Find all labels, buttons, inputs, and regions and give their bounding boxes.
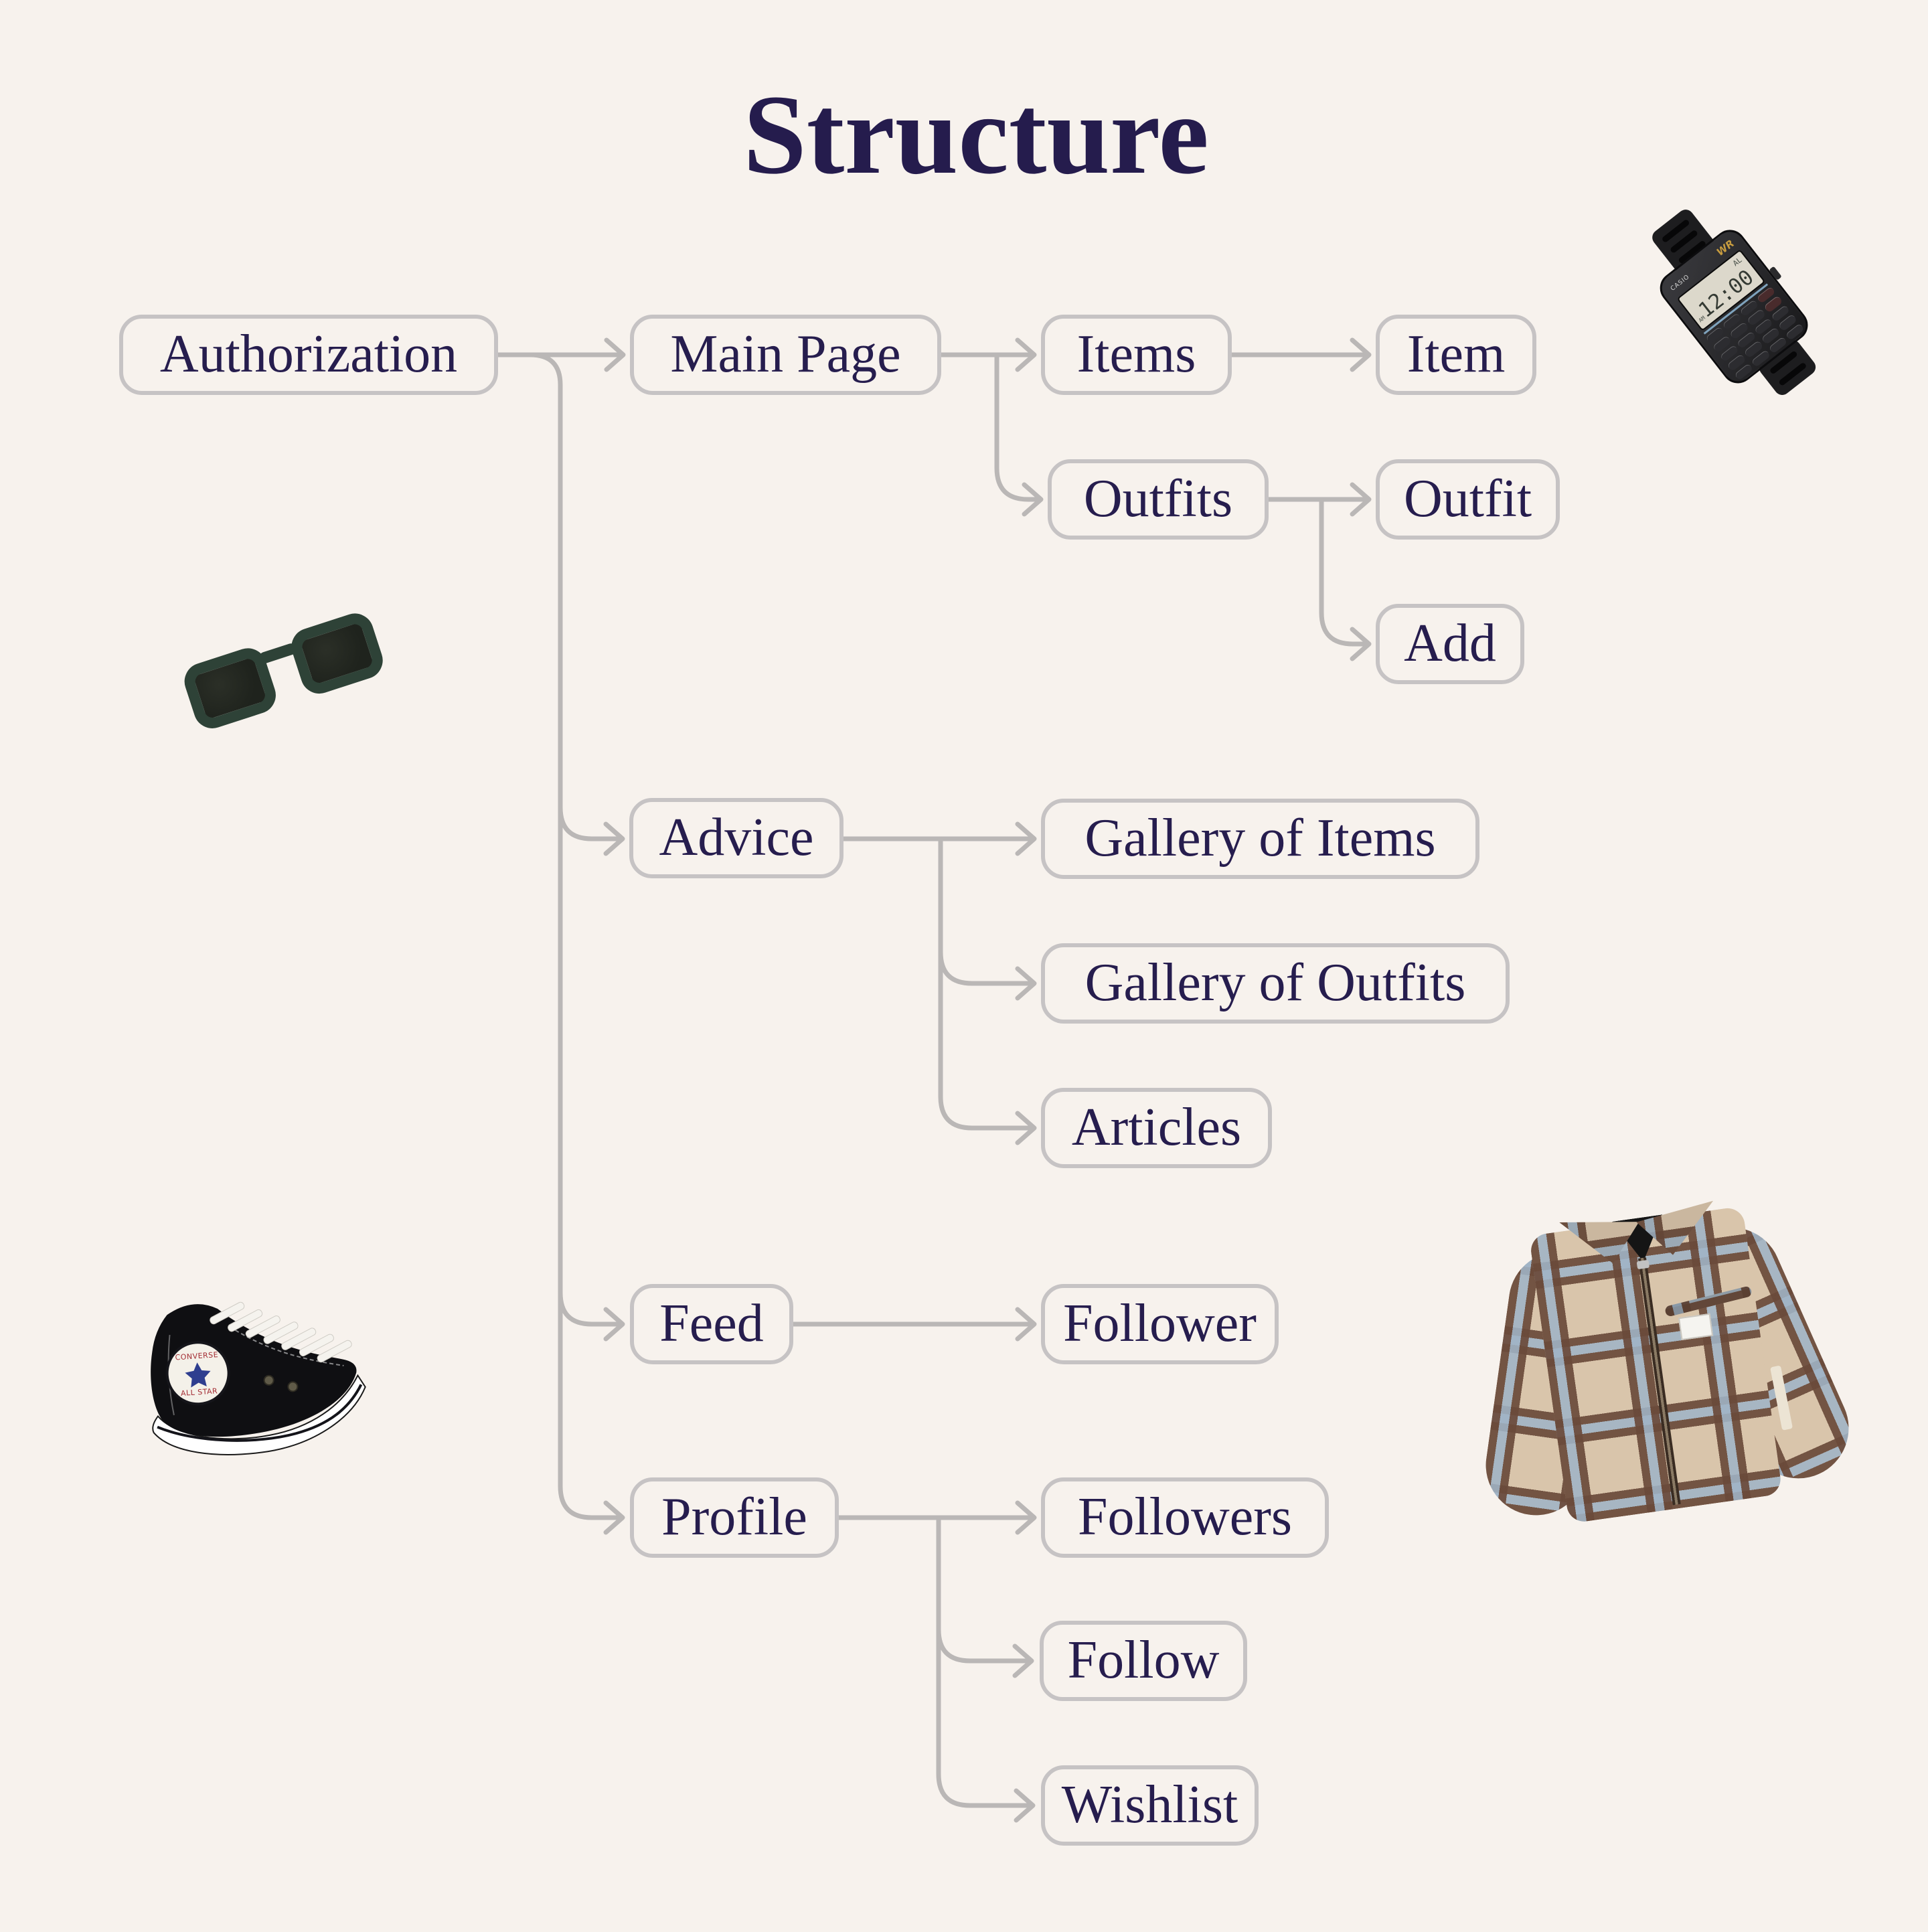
node-feed: Feed <box>630 1284 793 1364</box>
node-advice: Advice <box>629 798 843 878</box>
edge-authorization-main-page <box>495 337 626 372</box>
node-main-page: Main Page <box>630 315 941 395</box>
edge-outfits-add <box>1319 497 1372 661</box>
edge-main-page-items <box>939 337 1037 372</box>
edge-advice-gallery-of-outfits <box>938 949 1037 1001</box>
node-outfit: Outfit <box>1376 459 1560 540</box>
sneaker-allstar-patch: CONVERSE ALL STAR <box>165 1341 230 1406</box>
sneaker-sole <box>152 1374 366 1455</box>
edge-main-page-outfits <box>994 352 1044 517</box>
node-follow: Follow <box>1040 1621 1247 1701</box>
page-title: Structure <box>743 72 1209 197</box>
edge-profile-followers <box>836 1500 1037 1535</box>
edge-advice-gallery-of-items <box>841 821 1037 856</box>
node-wishlist: Wishlist <box>1041 1765 1259 1846</box>
node-item: Item <box>1376 315 1536 395</box>
edge-outfits-outfit <box>1266 482 1372 517</box>
node-gallery-of-items: Gallery of Items <box>1041 799 1479 879</box>
node-outfits: Outfits <box>1048 459 1269 540</box>
edge-profile-follow <box>936 1627 1034 1678</box>
node-add: Add <box>1376 604 1524 684</box>
node-profile: Profile <box>630 1477 839 1558</box>
node-gallery-of-outfits: Gallery of Outfits <box>1041 943 1510 1024</box>
node-follower: Follower <box>1041 1284 1279 1364</box>
node-items: Items <box>1041 315 1232 395</box>
edge-authorization-advice <box>558 805 625 856</box>
edge-authorization-feed <box>558 1290 625 1342</box>
edge-profile-wishlist <box>936 1515 1036 1823</box>
sneaker-patch-top-text: CONVERSE <box>175 1350 218 1362</box>
node-articles: Articles <box>1041 1088 1272 1168</box>
sneaker-laces <box>210 1301 352 1363</box>
node-authorization: Authorization <box>119 315 498 395</box>
sneaker-patch-bottom-text: ALL STAR <box>181 1386 218 1398</box>
edge-feed-follower <box>791 1307 1037 1342</box>
edge-advice-articles <box>938 836 1037 1145</box>
sneaker-image: CONVERSE ALL STAR <box>125 1281 371 1469</box>
edge-authorization-profile-trunk <box>528 352 625 1535</box>
edge-items-item <box>1229 337 1372 372</box>
node-followers: Followers <box>1041 1477 1329 1558</box>
